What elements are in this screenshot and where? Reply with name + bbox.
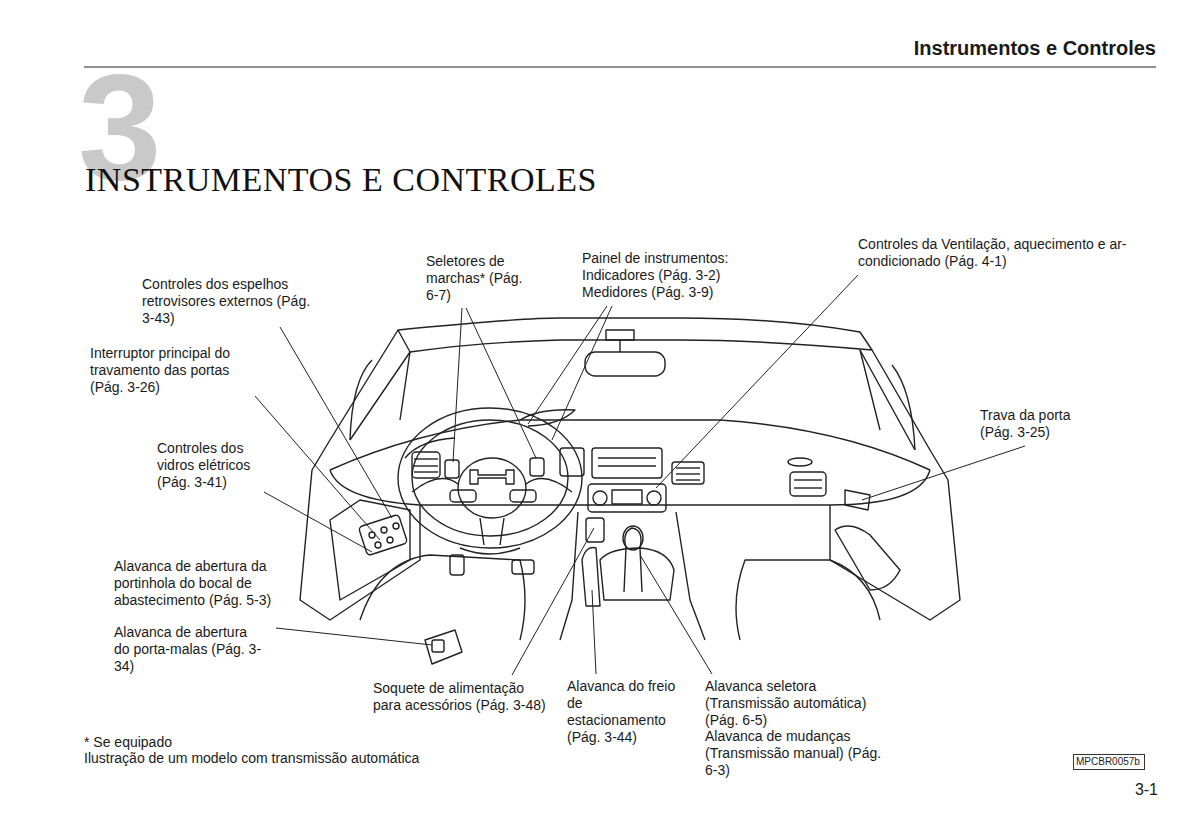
header-rule bbox=[84, 67, 1156, 68]
callout-label: Soquete de alimentação para acessórios (… bbox=[373, 680, 551, 714]
callout-label: Alavanca de mudanças (Transmissão manual… bbox=[705, 728, 885, 779]
page-number: 3-1 bbox=[1098, 780, 1158, 800]
footnote: * Se equipado bbox=[84, 734, 384, 751]
interior-outline bbox=[300, 318, 960, 664]
callout-label: Controles dos espelhos retrovisores exte… bbox=[142, 276, 312, 327]
callout-label: Alavanca de abertura da portinhola do bo… bbox=[114, 558, 272, 609]
footnote: Ilustração de um modelo com transmissão … bbox=[84, 750, 504, 767]
running-header: Instrumentos e Controles bbox=[796, 36, 1156, 60]
chapter-title: INSTRUMENTOS E CONTROLES bbox=[85, 160, 597, 200]
figure-code: MPCBR0057b bbox=[1073, 754, 1145, 770]
callout-label: Alavanca do freio de estacionamento (Pág… bbox=[567, 678, 685, 746]
callout-label: Seletores de marchas* (Pág. 6-7) bbox=[426, 253, 526, 304]
callout-label: Trava da porta (Pág. 3-25) bbox=[980, 407, 1090, 441]
callout-label: Alavanca seletora (Transmissão automátic… bbox=[705, 678, 890, 729]
leader-lines bbox=[255, 275, 1025, 675]
callout-label: Controles dos vidros elétricos (Pág. 3-4… bbox=[157, 440, 269, 491]
callout-label: Painel de instrumentos: Indicadores (Pág… bbox=[582, 250, 752, 301]
callout-label: Interruptor principal do travamento das … bbox=[90, 345, 255, 396]
callout-label: Controles da Ventilação, aquecimento e a… bbox=[858, 236, 1128, 270]
callout-label: Alavanca de abertura do porta-malas (Pág… bbox=[114, 624, 264, 675]
